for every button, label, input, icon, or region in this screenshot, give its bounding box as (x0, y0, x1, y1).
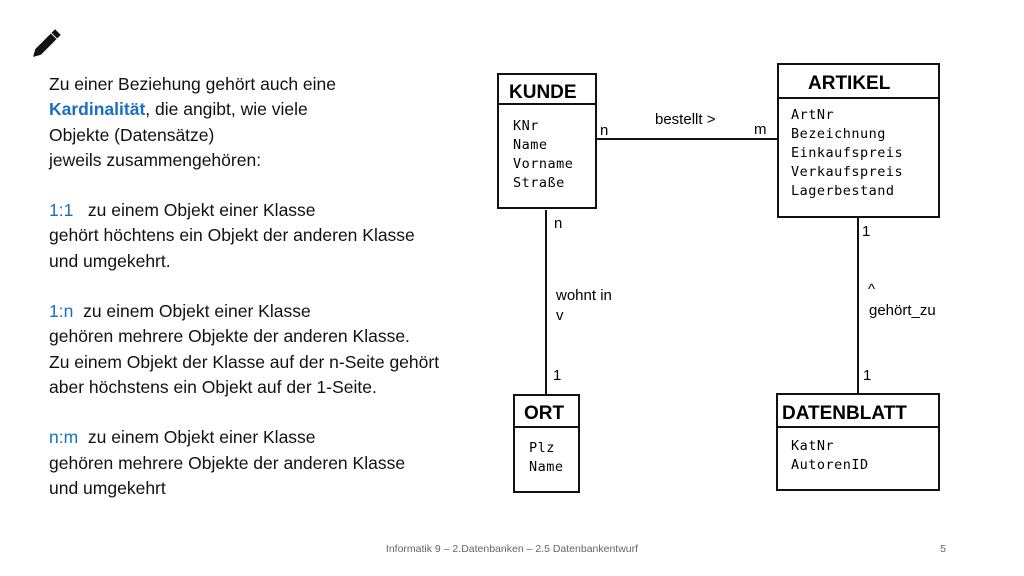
many-to-many-label: n:m (49, 427, 79, 448)
intro-line-1: Zu einer Beziehung gehört auch eine (49, 74, 337, 94)
many-to-many-line-2: gehören mehrere Objekte der anderen Klas… (49, 452, 406, 473)
entity-ort-attr: Plz (529, 440, 555, 456)
one-to-many-line-3: Zu einem Objekt der Klasse auf der n-Sei… (49, 351, 440, 372)
entity-ort-attr: Name (529, 459, 564, 475)
relation-label-bestellt: bestellt > (655, 111, 716, 128)
cardinality-explanation: Zu einer Beziehung gehört auch eine Kard… (49, 72, 489, 501)
entity-kunde-attr: KNr (513, 118, 539, 134)
one-to-one-heading: 1:1 zu einem Objekt einer Klasse (49, 198, 489, 223)
entity-artikel-attr: Lagerbestand (791, 183, 895, 199)
entity-ort-title: ORT (524, 403, 565, 424)
entity-kunde: KUNDE KNr Name Vorname Straße (497, 73, 597, 209)
intro-line-3: Objekte (Datensätze) (49, 124, 215, 145)
cardinality-wohnt-ort: 1 (553, 367, 561, 384)
cardinality-gehoert-datenblatt: 1 (863, 367, 871, 384)
cardinality-bestellt-kunde: n (600, 122, 608, 139)
one-to-many-label: 1:n (49, 301, 74, 322)
entity-ort: ORT Plz Name (513, 394, 580, 493)
entity-datenblatt-title: DATENBLATT (782, 403, 907, 424)
entity-kunde-attr: Straße (513, 175, 565, 191)
cardinality-bestellt-artikel: m (754, 121, 767, 138)
relation-label-gehoert-zu: gehört_zu (869, 302, 936, 319)
relation-arrow-wohnt-in: v (556, 307, 564, 324)
many-to-many-line-3: und umgekehrt (49, 477, 166, 498)
entity-artikel: ARTIKEL ArtNr Bezeichnung Einkaufspreis … (777, 63, 940, 218)
entity-kunde-attr: Vorname (513, 156, 573, 172)
entity-artikel-attr: Einkaufspreis (791, 145, 903, 161)
entity-datenblatt-attr: AutorenID (791, 457, 869, 473)
intro-line-4: jeweils zusammengehören: (49, 149, 262, 170)
one-to-many-line-2: gehören mehrere Objekte der anderen Klas… (49, 326, 410, 347)
entity-artikel-attr: ArtNr (791, 107, 834, 123)
one-to-many-heading: 1:n zu einem Objekt einer Klasse (49, 299, 489, 324)
intro-line-2: Kardinalität, die angibt, wie viele (49, 97, 489, 122)
many-to-many-heading: n:m zu einem Objekt einer Klasse (49, 425, 489, 450)
relation-arrow-gehoert-zu: ^ (868, 281, 875, 298)
one-to-one-label: 1:1 (49, 200, 74, 221)
one-to-one-line-3: und umgekehrt. (49, 250, 171, 271)
cardinality-wohnt-kunde: n (554, 215, 562, 232)
entity-artikel-attr: Verkaufspreis (791, 164, 903, 180)
term-kardinalitaet: Kardinalität (49, 99, 146, 120)
entity-datenblatt-attr: KatNr (791, 438, 834, 454)
relation-label-wohnt-in: wohnt in (555, 287, 612, 304)
entity-artikel-title: ARTIKEL (808, 73, 891, 94)
slide-footer: Informatik 9 – 2.Datenbanken – 2.5 Daten… (385, 543, 639, 555)
entity-kunde-attr: Name (513, 137, 548, 153)
one-to-one-heading-rest: zu einem Objekt einer Klasse (87, 200, 316, 221)
one-to-one-line-2: gehört höchtens ein Objekt der anderen K… (49, 225, 415, 246)
many-to-many-heading-rest: zu einem Objekt einer Klasse (87, 427, 316, 448)
entity-datenblatt: DATENBLATT KatNr AutorenID (776, 393, 940, 491)
one-to-many-heading-rest: zu einem Objekt einer Klasse (83, 301, 311, 322)
pencil-icon (33, 29, 61, 57)
page-number: 5 (940, 543, 946, 555)
cardinality-gehoert-artikel: 1 (862, 223, 870, 240)
entity-artikel-attr: Bezeichnung (791, 126, 886, 142)
intro-line-2-rest: , die angibt, wie viele (145, 99, 308, 120)
one-to-many-line-4: aber höchstens ein Objekt auf der 1-Seit… (49, 376, 377, 397)
entity-kunde-title: KUNDE (509, 82, 577, 103)
